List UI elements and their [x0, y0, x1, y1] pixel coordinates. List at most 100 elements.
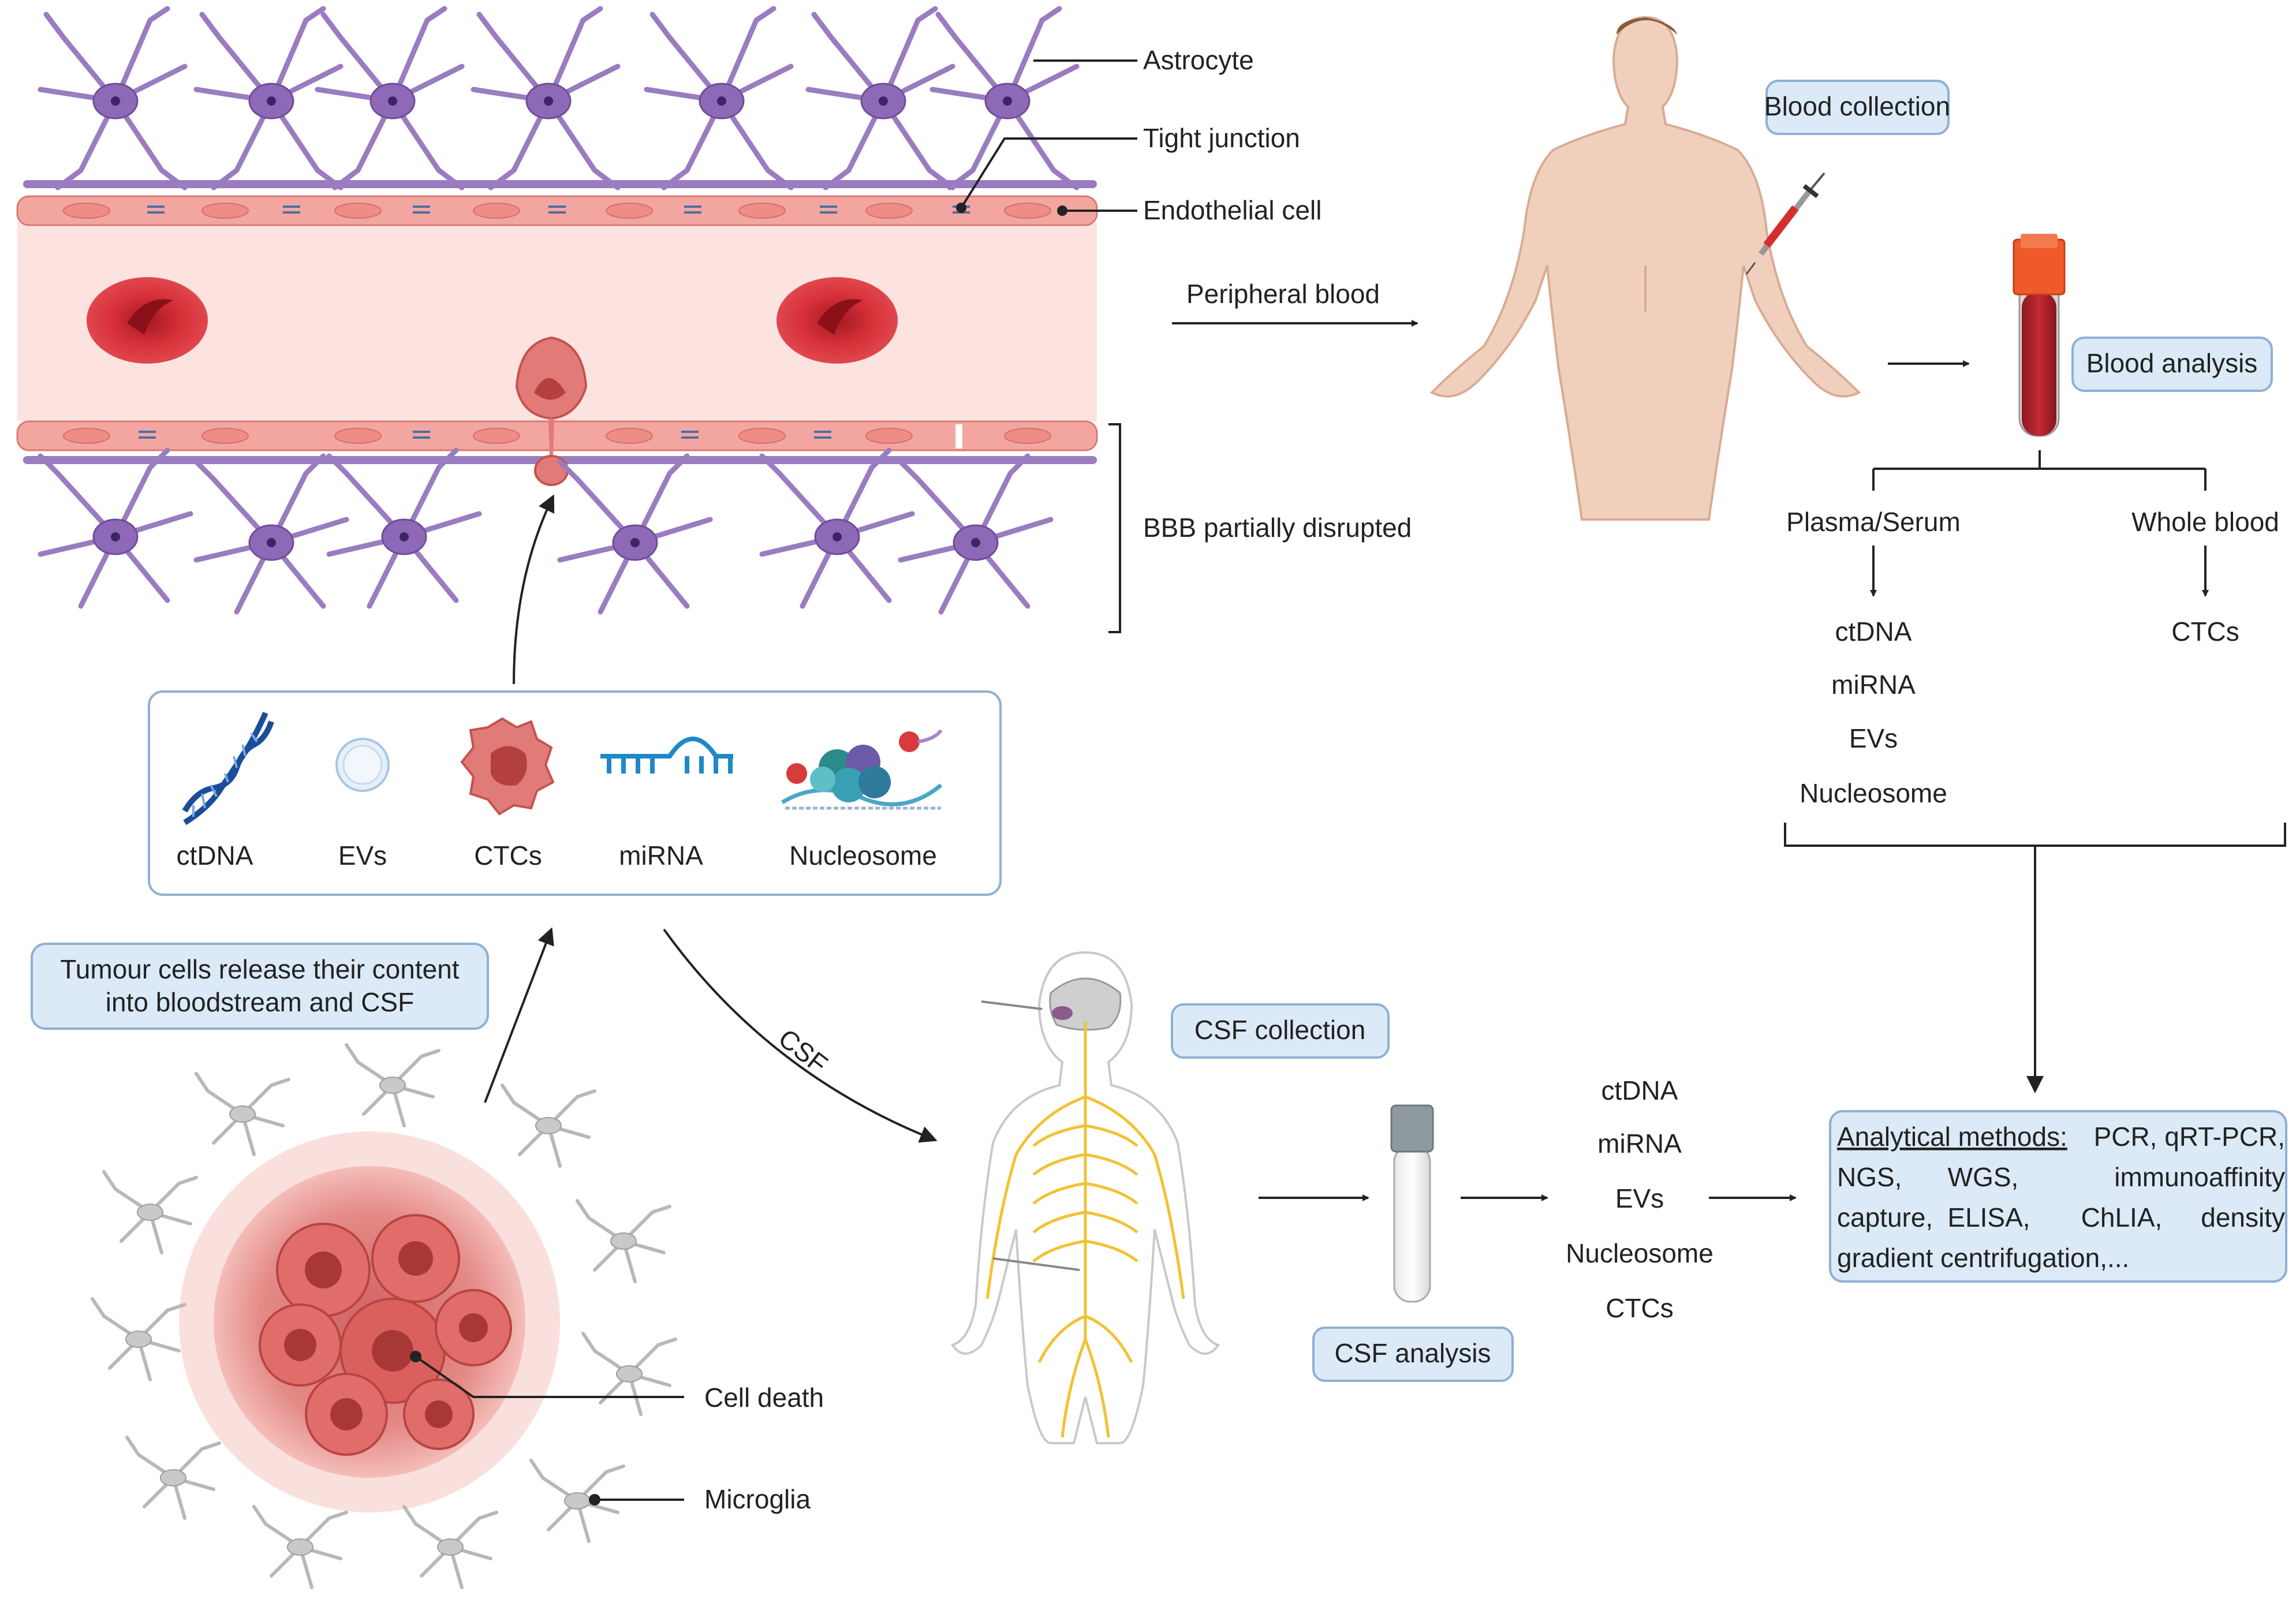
biomarker-legend-box: ctDNA EVs CTCs miRNA [148, 690, 1002, 896]
arrow-into-bloodstream [513, 494, 555, 685]
csf-arrow: CSF [663, 928, 938, 1143]
nervous-system-figure [950, 951, 1220, 1444]
methods-line3d: density [2201, 1202, 2285, 1232]
merge-bracket [1784, 823, 2286, 1091]
methods-line3b: ELISA, [1947, 1202, 2030, 1232]
blood-collection-box: Blood collection [1764, 80, 1950, 135]
microglia-cell [125, 1436, 221, 1520]
tumour-mass [179, 1131, 560, 1512]
methods-line4: gradient centrifugation,... [1837, 1243, 2129, 1273]
peripheral-blood-arrow: Peripheral blood [1172, 279, 1418, 327]
csf-collection-label: CSF collection [1194, 1015, 1366, 1045]
legend-label-evs: EVs [338, 840, 387, 871]
analytical-methods-box: Analytical methods: PCR, qRT-PCR, NGS, W… [1829, 1110, 2287, 1283]
arrow-tumour-to-legend [484, 927, 554, 1103]
csf-tube-icon [1390, 1104, 1434, 1303]
microglia-cell [91, 1297, 186, 1381]
blood-analysis-box: Blood analysis [2071, 337, 2273, 392]
methods-line3c: ChLIA, [2081, 1202, 2163, 1232]
red-blood-cell [776, 277, 898, 364]
blood-analysis-label: Blood analysis [2086, 348, 2258, 378]
blood-collection-label: Blood collection [1764, 91, 1950, 121]
astrocyte-cell [805, 6, 955, 190]
astrocyte-cell [644, 6, 794, 190]
microglia-cell [529, 1459, 625, 1543]
microglia-cell [501, 1084, 596, 1168]
microglia-cell [345, 1043, 440, 1127]
whole-blood-marker: CTCs [2171, 617, 2239, 647]
csf-marker: ctDNA [1601, 1075, 1678, 1105]
microglia-label: Microglia [704, 1484, 811, 1514]
blood-branch-lines: Plasma/Serum Whole blood [1786, 450, 2279, 597]
astrocyte-cell [193, 6, 344, 190]
tumour-cell-icon [460, 717, 555, 816]
legend-label-ctcs: CTCs [474, 840, 542, 871]
csf-marker: miRNA [1597, 1129, 1682, 1159]
astrocyte-cell [193, 453, 349, 615]
endothelial-cell-label: Endothelial cell [1143, 195, 1321, 225]
methods-line2b: WGS, [1948, 1162, 2019, 1192]
csf-marker: EVs [1615, 1183, 1664, 1213]
tumour-note-line1: Tumour cells release their content [60, 954, 459, 984]
astrocyte-cell [471, 6, 621, 190]
microglia-cell [252, 1505, 348, 1589]
astrocyte-cell [38, 447, 193, 609]
microglia-cell [402, 1505, 498, 1589]
endothelium-bottom [16, 420, 1098, 451]
bbb-labels: Astrocyte Tight junction Endothelial cel… [956, 45, 1412, 633]
cell-death-label: Cell death [704, 1383, 824, 1413]
astrocytes-bottom [38, 447, 1054, 615]
plasma-marker-list: ctDNA miRNA EVs Nucleosome [1800, 617, 1947, 808]
csf-analysis-box: CSF analysis [1312, 1327, 1514, 1382]
syringe-icon [1745, 172, 1825, 275]
legend-label-mirna: miRNA [619, 840, 703, 871]
astrocyte-cell [759, 447, 915, 609]
tight-junction-label: Tight junction [1143, 123, 1300, 153]
astrocytes-top [23, 6, 1097, 190]
blood-brain-barrier-illustration [16, 6, 1098, 615]
microglia-cell [581, 1332, 677, 1416]
endothelium-top [16, 195, 1098, 226]
tumour-note-line2: into bloodstream and CSF [106, 987, 414, 1017]
microglia-cell [195, 1072, 290, 1156]
methods-line3a: capture, [1837, 1202, 1933, 1232]
nucleosome-icon [781, 729, 943, 810]
astrocyte-cell [929, 6, 1080, 190]
peripheral-blood-label: Peripheral blood [1186, 279, 1380, 309]
microglia-ring [91, 1043, 677, 1589]
vesicle-icon [335, 738, 390, 792]
blood-tube-icon [2013, 234, 2066, 437]
plasma-serum-label: Plasma/Serum [1786, 507, 1961, 537]
methods-heading: Analytical methods: [1837, 1122, 2067, 1152]
astrocyte-cell [557, 453, 713, 615]
csf-analysis-label: CSF analysis [1335, 1338, 1491, 1368]
astrocyte-label: Astrocyte [1143, 45, 1254, 75]
human-body-figure [1429, 16, 1861, 521]
plasma-marker: miRNA [1831, 670, 1916, 700]
microglia-cell [576, 1199, 671, 1283]
astrocyte-cell [315, 6, 465, 190]
bbb-disrupted-label: BBB partially disrupted [1143, 513, 1412, 543]
astrocyte-cell [38, 6, 188, 190]
dna-helix-icon [182, 711, 274, 825]
whole-blood-label: Whole blood [2131, 507, 2279, 537]
plasma-marker: Nucleosome [1800, 778, 1947, 808]
csf-marker-list: ctDNA miRNA EVs Nucleosome CTCs [1566, 1075, 1713, 1323]
transmigrating-ctc [515, 336, 588, 486]
methods-line2c: immunoaffinity [2114, 1162, 2285, 1192]
mirna-icon [600, 737, 733, 774]
red-blood-cell [87, 277, 208, 364]
tumour-labels: Cell death Microglia [410, 1351, 824, 1514]
methods-line2a: NGS, [1837, 1162, 1902, 1192]
microglia-cell [102, 1170, 198, 1254]
plasma-marker: ctDNA [1835, 617, 1912, 647]
csf-collection-box: CSF collection [1171, 1003, 1390, 1059]
legend-label-nucleosome: Nucleosome [789, 840, 937, 871]
csf-arrow-label: CSF [773, 1023, 834, 1079]
astrocyte-cell [326, 447, 482, 609]
plasma-marker: EVs [1849, 723, 1898, 753]
tumour-note-box: Tumour cells release their content into … [31, 943, 489, 1030]
methods-line1: PCR, qRT-PCR, [2094, 1122, 2285, 1152]
legend-label-ctdna: ctDNA [177, 840, 253, 871]
astrocyte-cell [898, 453, 1054, 615]
